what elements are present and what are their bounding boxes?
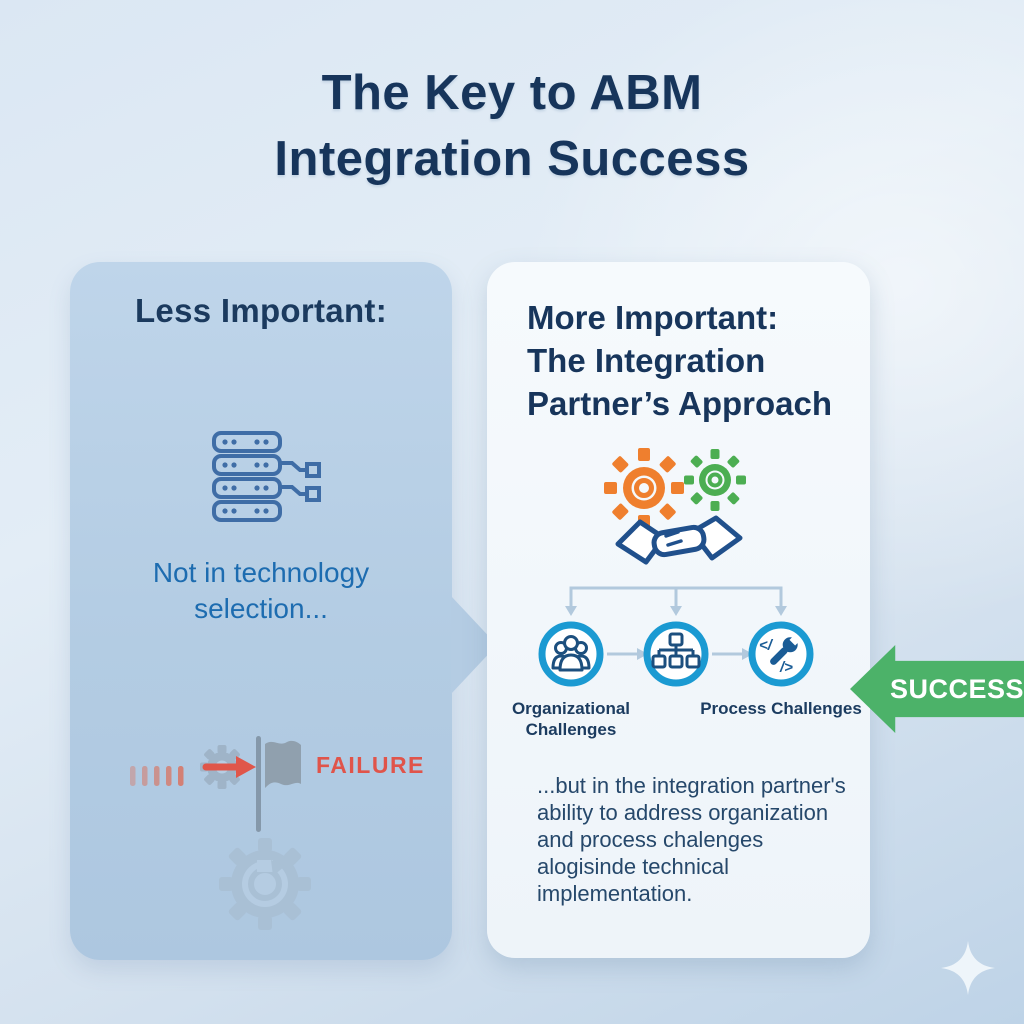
success-arrow-banner: SUCCESS — [850, 645, 1024, 733]
failure-label: FAILURE — [316, 752, 425, 778]
speed-lines-icon — [130, 766, 184, 786]
right-arrow-icon — [637, 648, 648, 660]
integration-partner-body-text: ...but in the integration partner's abil… — [537, 773, 846, 906]
hierarchy-icon — [651, 632, 701, 669]
less-important-heading: Less Important: — [134, 292, 388, 329]
orange-gear-icon — [603, 448, 684, 528]
refresh-gear-icon — [219, 838, 311, 930]
handshake-icon — [615, 515, 742, 565]
more-important-heading: More Important: The Integration Partner’… — [527, 296, 862, 425]
process-challenges-label: Process Challenges — [700, 699, 862, 718]
people-icon — [551, 635, 591, 672]
organizational-challenges-label: Organizational Challenges — [511, 699, 631, 739]
down-arrow-icon — [775, 606, 787, 616]
svg-text:</: </ — [759, 637, 774, 654]
challenges-flow-diagram: </ /> — [538, 586, 814, 687]
title-line-1: The Key to ABM — [321, 66, 703, 120]
success-label: SUCCESS — [889, 673, 1024, 704]
right-arrow-icon — [742, 648, 753, 660]
gear-arrow-icon — [200, 745, 256, 789]
technology-selection-caption: Not in technology selection... — [152, 557, 370, 624]
page-title: The Key to ABM Integration Success — [0, 60, 1024, 192]
code-wrench-icon: </ /> — [759, 633, 802, 676]
gears-handshake-cluster — [603, 448, 746, 565]
more-important-heading-line-1: More Important: — [527, 299, 779, 336]
more-important-panel: More Important: The Integration Partner’… — [487, 262, 870, 958]
down-arrow-icon — [565, 606, 577, 616]
green-gear-icon — [683, 449, 746, 511]
svg-text:/>: /> — [779, 659, 793, 676]
less-important-panel: Less Important: Not in technology select… — [70, 262, 497, 960]
failure-row: FAILURE — [70, 724, 452, 844]
down-arrow-icon — [670, 606, 682, 616]
sparkle-icon — [941, 941, 995, 995]
title-line-2: Integration Success — [274, 132, 750, 186]
more-important-heading-line-2: The Integration — [527, 342, 766, 379]
more-important-heading-line-3: Partner’s Approach — [527, 385, 833, 422]
server-stack-icon — [212, 431, 321, 522]
flag-icon — [256, 736, 301, 832]
